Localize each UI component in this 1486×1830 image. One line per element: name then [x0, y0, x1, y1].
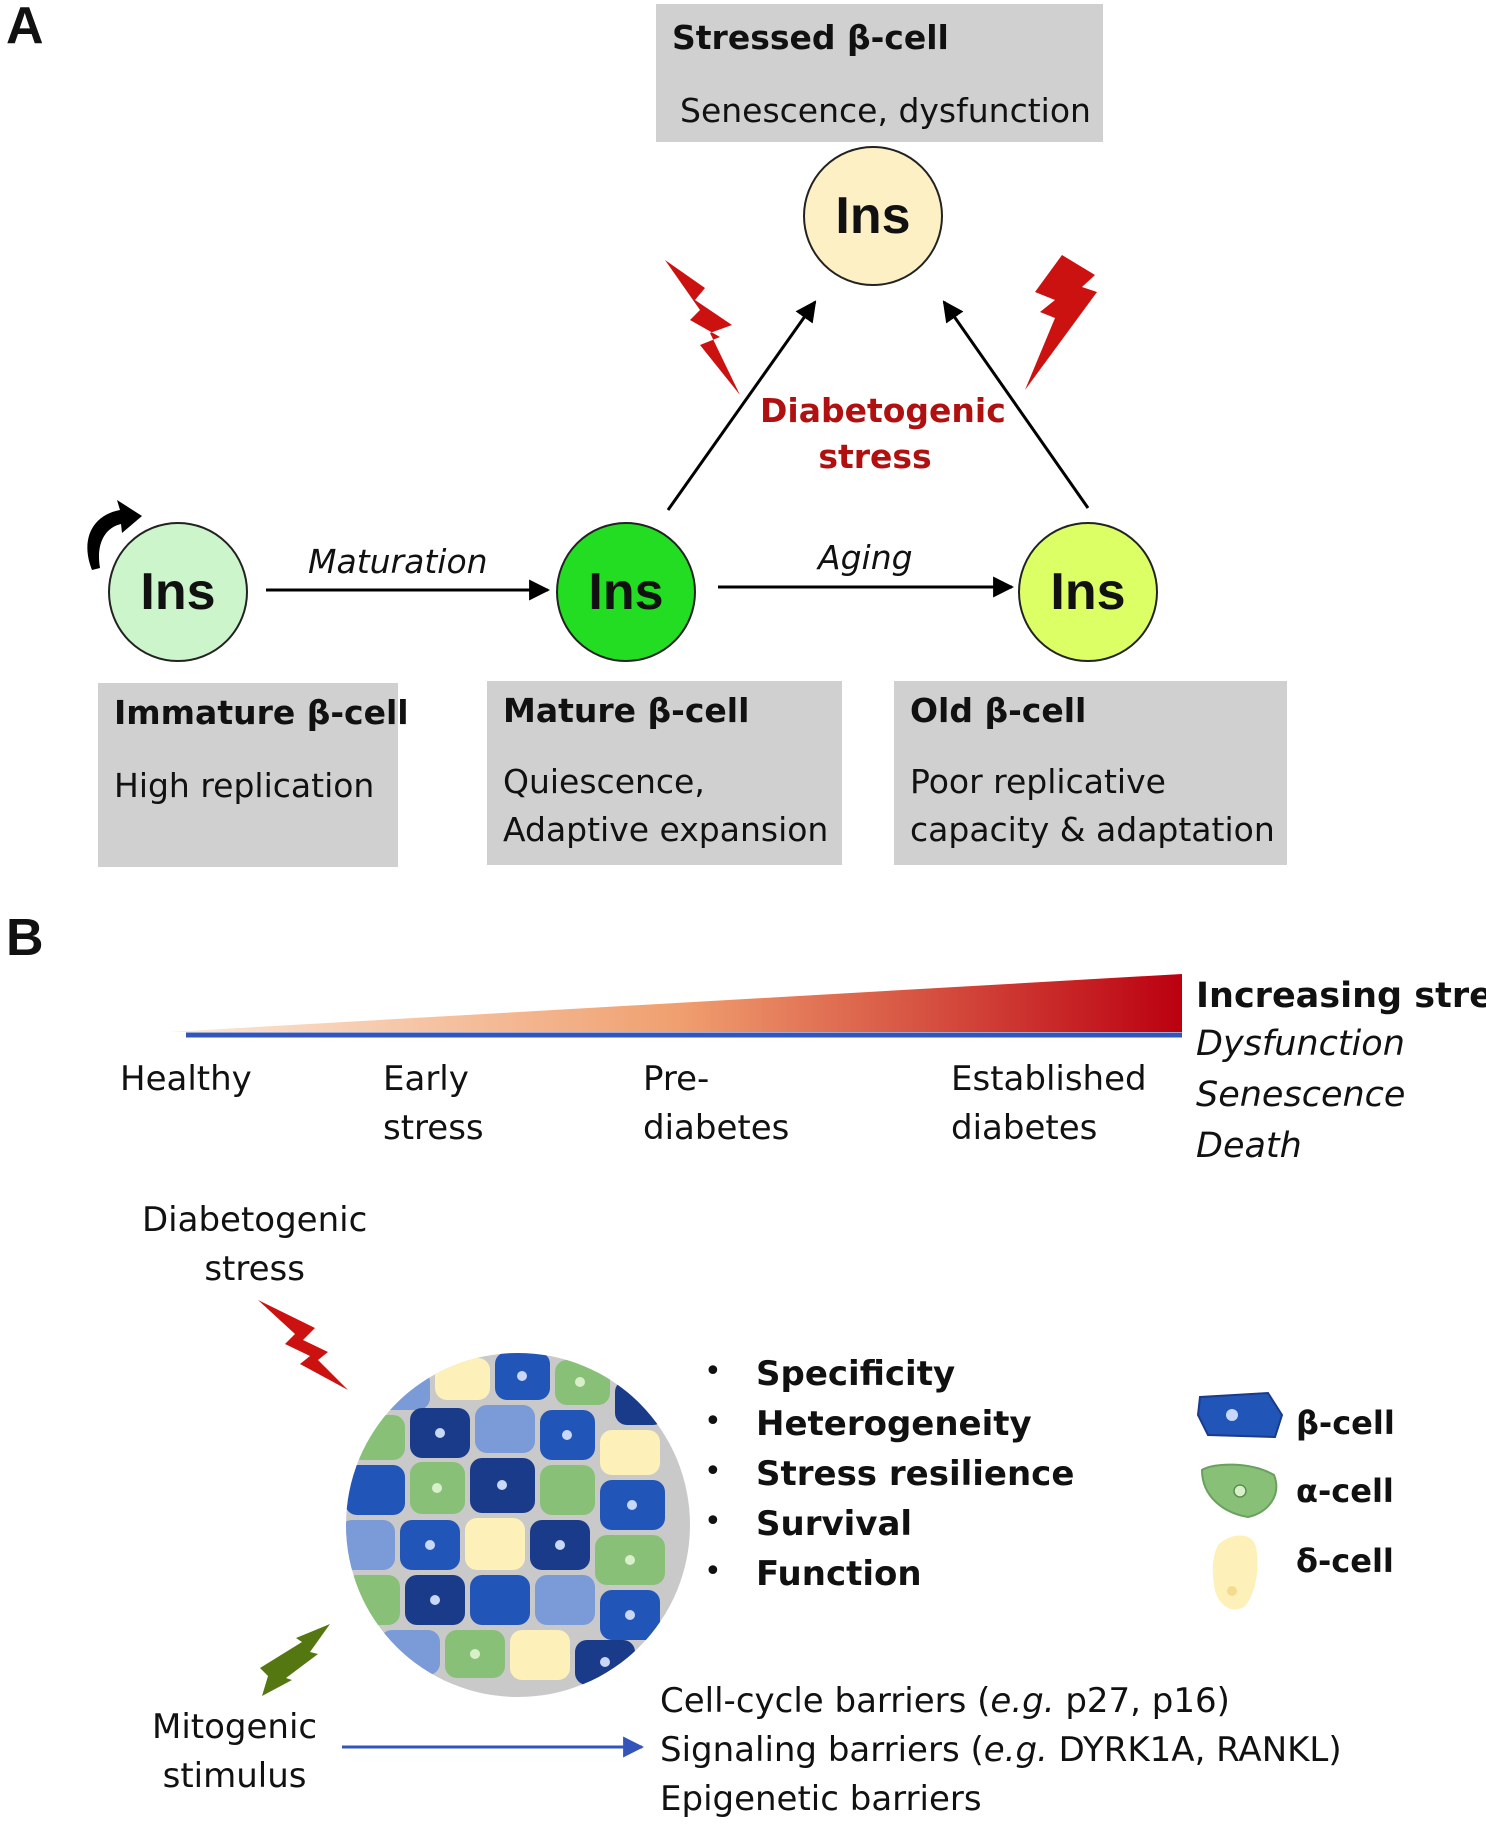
- legend-label-alpha: α-cell: [1296, 1472, 1394, 1510]
- mature-cell-desc-1: Quiescence,: [503, 762, 705, 801]
- self-renewal-arrow-icon: [87, 500, 142, 570]
- delta-cell-icon: [435, 1358, 490, 1400]
- cell-legend: [1196, 1391, 1284, 1610]
- mature-cell-title: Mature β-cell: [503, 691, 750, 730]
- old-to-stressed-arrow: [942, 300, 1090, 509]
- stage-early-stress-line1: Early: [383, 1059, 469, 1099]
- property-survival: Survival: [756, 1504, 913, 1544]
- barrier-cell-cycle-eg: e.g.: [990, 1681, 1055, 1721]
- maturation-label: Maturation: [308, 542, 488, 581]
- aging-label: Aging: [818, 538, 913, 577]
- stage-early-stress: Early stress: [383, 1055, 484, 1153]
- stage-prediabetes: Pre- diabetes: [643, 1055, 789, 1153]
- mitogenic-line2: stimulus: [162, 1756, 307, 1796]
- immature-cell-node: Ins: [108, 522, 248, 662]
- stage-prediabetes-line2: diabetes: [643, 1108, 790, 1148]
- delta-cell-icon: [1212, 1535, 1258, 1610]
- outcome-death: Death: [1196, 1126, 1302, 1166]
- mature-cell-desc-2: Adaptive expansion: [503, 810, 829, 849]
- mitogenic-line1: Mitogenic: [152, 1707, 318, 1747]
- outcome-dysfunction: Dysfunction: [1196, 1024, 1405, 1064]
- immature-cell-desc: High replication: [114, 766, 375, 805]
- lightning-bolt-icon: [1025, 255, 1097, 390]
- bullet-marker: •: [704, 1404, 722, 1439]
- beta-cell-icon: [475, 1405, 535, 1453]
- barrier-signaling-eg: e.g.: [983, 1730, 1048, 1770]
- lightning-bolt-icon: [665, 260, 740, 395]
- stress-wedge: [170, 974, 1182, 1032]
- beta-cell-icon: [380, 1630, 440, 1675]
- property-specificity: Specificity: [756, 1354, 956, 1394]
- alpha-cell-icon: [540, 1465, 595, 1515]
- diabetogenic-stress-line1: Diabetogenic: [760, 391, 1006, 430]
- barrier-cell-cycle-pre: Cell-cycle barriers (: [660, 1681, 991, 1721]
- outcome-title: Increasing stress: [1196, 976, 1486, 1016]
- delta-cell-icon: [600, 1430, 660, 1475]
- diabetogenic-b-line1: Diabetogenic: [142, 1200, 368, 1240]
- stage-healthy-line1: Healthy: [120, 1059, 252, 1099]
- old-cell-desc-1: Poor replicative: [910, 762, 1166, 801]
- diabetogenic-stress-line2: stress: [818, 437, 932, 476]
- stage-healthy: Healthy: [120, 1055, 252, 1104]
- diabetogenic-b-line2: stress: [204, 1249, 305, 1289]
- barrier-cell-cycle: Cell-cycle barriers (e.g. p27, p16): [660, 1681, 1230, 1721]
- stressed-cell-node: Ins: [803, 146, 943, 286]
- beta-cell-icon: [370, 1370, 430, 1410]
- mature-cell-node: Ins: [556, 522, 696, 662]
- beta-cell-icon: [1196, 1391, 1284, 1439]
- mature-to-stressed-arrow: [666, 300, 817, 511]
- outcome-senescence: Senescence: [1196, 1075, 1406, 1115]
- legend-label-beta: β-cell: [1296, 1404, 1395, 1442]
- diabetogenic-stress-label: Diabetogenic stress: [760, 388, 1006, 480]
- property-function: Function: [756, 1554, 922, 1594]
- beta-cell-icon: [346, 1465, 405, 1515]
- stress-gradient: [170, 974, 1182, 1038]
- property-stress-resilience: Stress resilience: [756, 1454, 1075, 1494]
- beta-cell-icon: [346, 1520, 395, 1570]
- immature-cell-title: Immature β-cell: [114, 693, 409, 732]
- old-cell-box: Old β-cell Poor replicative capacity & a…: [894, 681, 1287, 865]
- mature-cell-box: Mature β-cell Quiescence, Adaptive expan…: [487, 681, 842, 865]
- mitogenic-bolt-icon: [260, 1624, 330, 1696]
- islet-illustration: [258, 1300, 690, 1758]
- immature-cell-box: Immature β-cell High replication: [98, 683, 409, 867]
- stage-prediabetes-line1: Pre-: [643, 1059, 710, 1099]
- property-heterogeneity: Heterogeneity: [756, 1404, 1032, 1444]
- panel-a-arrows: [87, 255, 1097, 601]
- beta-cell-icon: [470, 1575, 530, 1625]
- bullet-marker: •: [704, 1504, 722, 1539]
- alpha-cell-icon: [350, 1415, 405, 1460]
- old-cell-title: Old β-cell: [910, 691, 1087, 730]
- stage-established-diabetes: Established diabetes: [951, 1055, 1147, 1153]
- delta-cell-icon: [465, 1518, 525, 1570]
- stage-early-stress-line2: stress: [383, 1108, 484, 1148]
- old-cell-desc-2: capacity & adaptation: [910, 810, 1275, 849]
- barrier-signaling-post: DYRK1A, RANKL): [1047, 1730, 1342, 1770]
- delta-cell-icon: [510, 1630, 570, 1680]
- barrier-epigenetic: Epigenetic barriers: [660, 1779, 982, 1819]
- old-cell-node: Ins: [1018, 522, 1158, 662]
- barrier-signaling-pre: Signaling barriers (: [660, 1730, 984, 1770]
- legend-label-delta: δ-cell: [1296, 1542, 1394, 1580]
- beta-cell-icon: [615, 1380, 665, 1425]
- stage-established-line2: diabetes: [951, 1108, 1098, 1148]
- stage-established-line1: Established: [951, 1059, 1147, 1099]
- barrier-cell-cycle-post: p27, p16): [1054, 1681, 1230, 1721]
- barrier-signaling: Signaling barriers (e.g. DYRK1A, RANKL): [660, 1730, 1342, 1770]
- diabetogenic-bolt-icon: [258, 1300, 348, 1390]
- stressed-cell-box: Stressed β-cell Senescence, dysfunction: [656, 4, 1103, 142]
- bullet-marker: •: [704, 1454, 722, 1489]
- bullet-marker: •: [704, 1554, 722, 1589]
- stressed-cell-desc: Senescence, dysfunction: [680, 91, 1091, 130]
- mitogenic-stimulus-label: Mitogenic stimulus: [152, 1703, 317, 1801]
- panel-b-letter: B: [6, 909, 44, 967]
- beta-cell-icon: [535, 1575, 595, 1625]
- bullet-marker: •: [704, 1354, 722, 1389]
- diabetogenic-stress-b: Diabetogenic stress: [142, 1196, 367, 1294]
- alpha-cell-icon: [346, 1575, 400, 1625]
- panel-a-letter: A: [6, 0, 44, 55]
- stressed-cell-title: Stressed β-cell: [672, 18, 949, 57]
